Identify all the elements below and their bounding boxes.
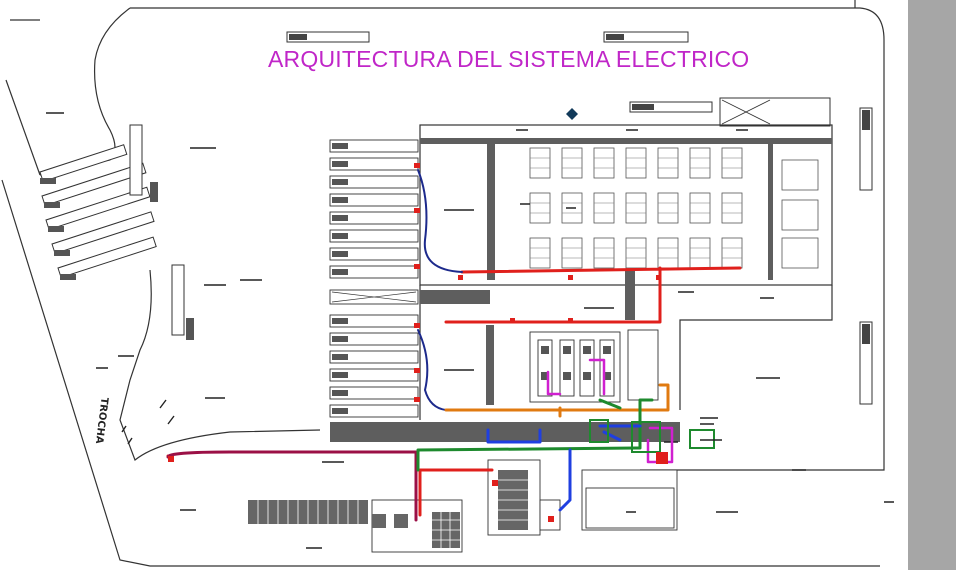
solar-rack-grid	[529, 147, 819, 269]
cable-routes	[166, 169, 742, 522]
switchgear-cluster	[589, 417, 722, 464]
site-boundary	[1, 0, 885, 567]
cable-route-blue	[486, 424, 642, 512]
cable-route-maroon	[166, 450, 418, 522]
cable-route-orange	[444, 383, 670, 418]
cable-route-magenta	[546, 358, 674, 464]
cable-route-red	[166, 266, 742, 517]
junction-markers	[168, 163, 661, 522]
diagram-title: ARQUITECTURA DEL SISTEMA ELECTRICO	[268, 46, 750, 72]
parking-area	[39, 124, 185, 336]
north-arrow-icon	[566, 108, 578, 120]
loading-docks	[329, 139, 419, 418]
cable-route-green	[416, 398, 654, 472]
gray-side-panel	[908, 0, 956, 570]
cable-route-navy	[417, 169, 463, 411]
